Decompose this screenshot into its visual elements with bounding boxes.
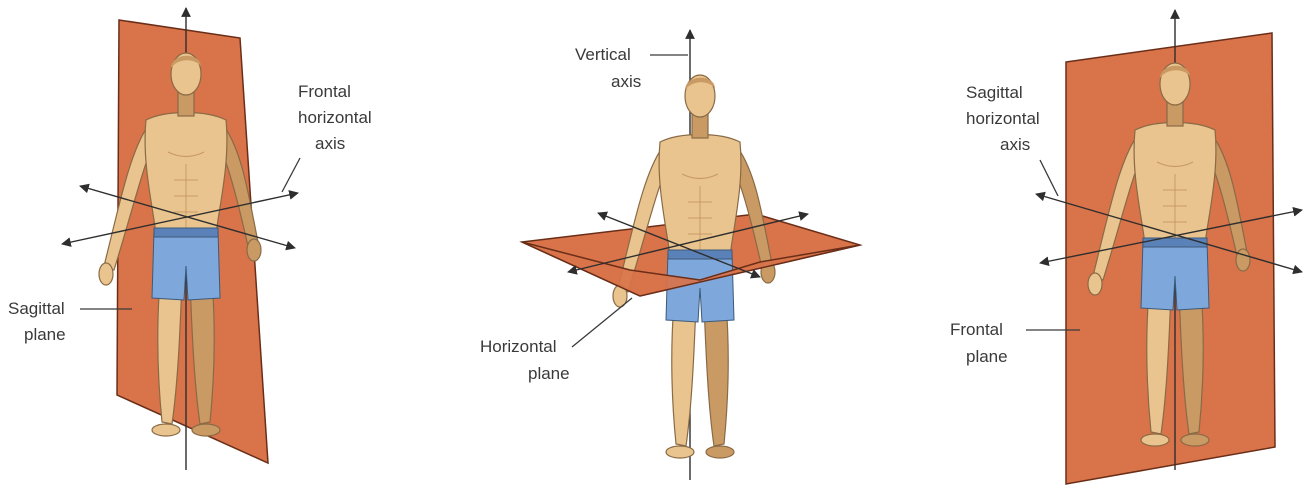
right-leg	[704, 302, 728, 446]
figure-frontal: Sagittal horizontal axis Frontal plane	[950, 10, 1302, 484]
right-hand	[1236, 249, 1250, 271]
left-foot	[666, 446, 694, 458]
frontal-plane-label: Frontal plane	[950, 320, 1008, 366]
frontal-horizontal-axis-label: Frontal horizontal axis	[298, 82, 376, 153]
left-foot	[1141, 434, 1169, 446]
waistband	[154, 228, 218, 237]
figure-sagittal: Frontal horizontal axis Sagittal plane	[8, 8, 376, 470]
vertical-axis-label: Vertical axis	[575, 45, 641, 91]
waistband	[668, 250, 732, 259]
sagittal-plane-label: Sagittal plane	[8, 299, 69, 344]
left-leg	[672, 302, 696, 446]
sagittal-horizontal-axis-label: Sagittal horizontal axis	[966, 83, 1044, 154]
right-hand	[247, 239, 261, 261]
plane-label-leader	[572, 298, 632, 347]
left-hand	[99, 263, 113, 285]
axis-label-leader	[1040, 160, 1058, 196]
left-foot	[152, 424, 180, 436]
right-foot	[1181, 434, 1209, 446]
right-foot	[192, 424, 220, 436]
right-foot	[706, 446, 734, 458]
axis-label-leader	[282, 158, 300, 192]
left-hand	[1088, 273, 1102, 295]
waistband	[1143, 238, 1207, 247]
horizontal-plane-label: Horizontal plane	[480, 337, 570, 383]
figure-horizontal: Vertical axis Horizontal plane	[480, 30, 860, 480]
